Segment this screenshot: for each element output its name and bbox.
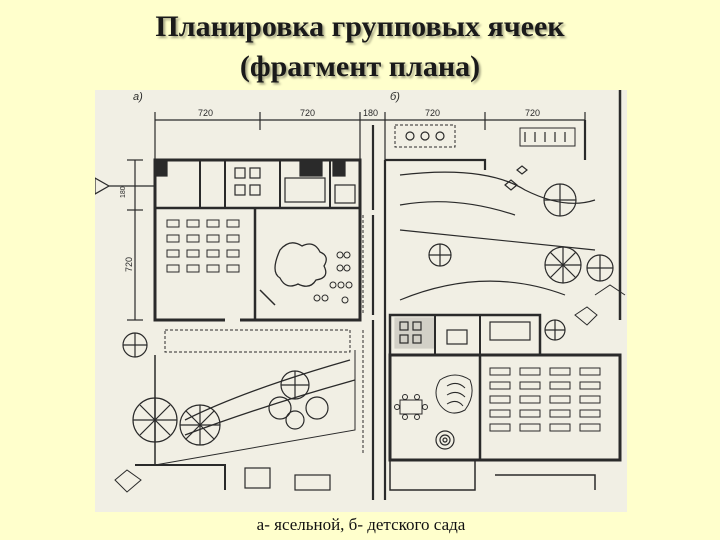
slide-title-line1: Планировка групповых ячеек [155,10,565,43]
dimension-label-4: 720 [425,108,440,118]
central-walkway [371,125,387,500]
side-dimension-label: 720 [124,257,134,272]
dimension-label-1: 720 [198,108,213,118]
plan-caption: а- ясельной, б- детского сада [256,515,466,534]
kindergarten-garden-b [385,90,626,320]
nursery-cell-a [153,158,362,322]
dimension-label-2: 720 [300,108,315,118]
dimension-label-3: 180 [363,108,378,118]
nursery-garden-a [114,329,356,493]
side-dimension-line [95,159,155,321]
floor-plan-drawing: а) б) 720 720 180 720 720 720 180 [95,90,627,512]
side-small-dimension-label: 180 [120,186,127,198]
plan-a-label: а) [133,91,143,103]
kindergarten-cell-b [388,306,622,491]
floor-plan-svg: а) б) 720 720 180 720 720 720 180 [95,90,626,500]
slide-title-line2: (фрагмент плана) [239,50,481,83]
dimension-label-5: 720 [525,108,540,118]
plan-b-label: б) [390,91,400,103]
